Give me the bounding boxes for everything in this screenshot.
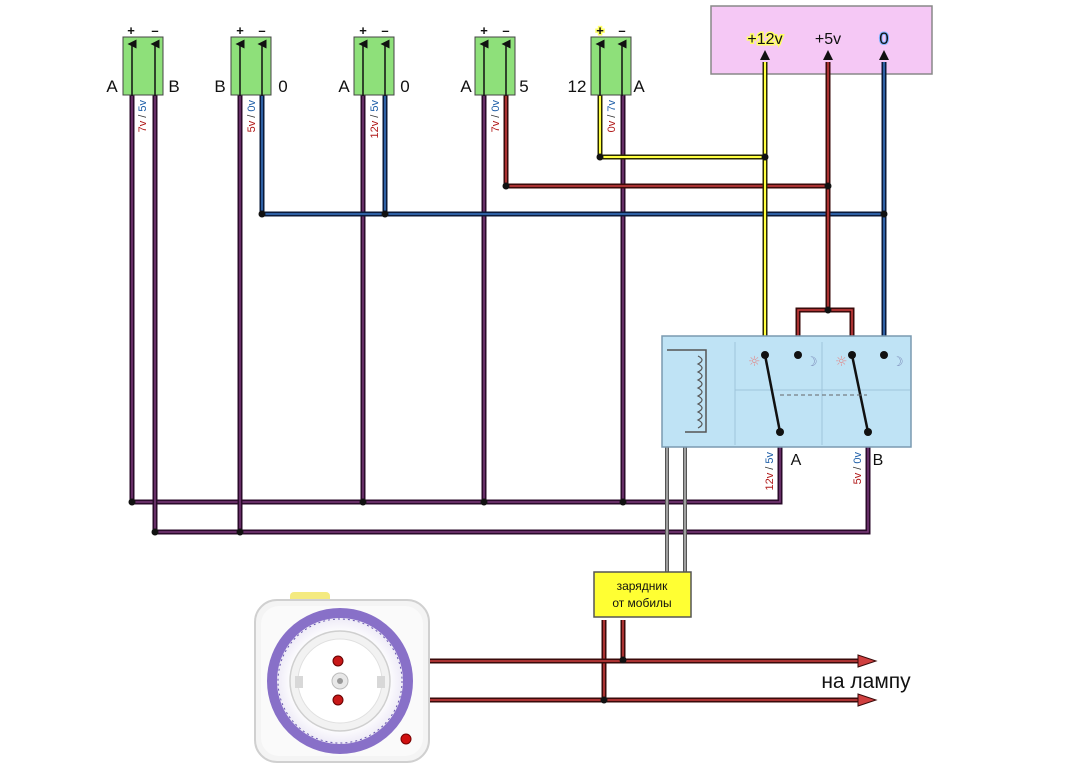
connector-right-label: 5 xyxy=(519,77,528,96)
junction-dots xyxy=(128,153,888,704)
minus-label: – xyxy=(151,23,158,38)
voltage-label: 7v/0v xyxy=(490,100,502,133)
timer-socket xyxy=(254,592,430,763)
connector-left-label: A xyxy=(106,77,118,96)
voltage-label: 12v/5v xyxy=(369,100,381,139)
connector-left-label: A xyxy=(338,77,350,96)
connector-2: + – B 0 5v/0v xyxy=(214,23,287,132)
charger-label-line2: от мобилы xyxy=(612,596,671,610)
psu-0-label: 0 xyxy=(879,29,888,48)
connector-left-label: 12 xyxy=(568,77,587,96)
minus-label: – xyxy=(258,23,265,38)
minus-label: – xyxy=(381,23,388,38)
plus-label: + xyxy=(359,23,367,38)
connector-4: + – A 5 7v/0v xyxy=(460,23,528,132)
power-supply: +12v +5v 0 xyxy=(710,5,933,75)
voltage-label: 0v/7v xyxy=(606,100,618,133)
connector-right-label: 0 xyxy=(400,77,409,96)
charger-label-line1: зарядник xyxy=(617,579,669,593)
minus-label: – xyxy=(618,23,625,38)
relay-coil xyxy=(667,349,707,433)
connector-left-label: B xyxy=(214,77,225,96)
connector-right-label: 0 xyxy=(278,77,287,96)
connector-right-label: B xyxy=(168,77,179,96)
moon-icon: ☽ xyxy=(806,355,818,370)
lamp-label: на лампу xyxy=(821,670,911,693)
psu-12v-label: +12v xyxy=(747,31,782,48)
connector-5: + – 12 A 0v/7v xyxy=(568,22,646,133)
relay-output-a-voltage: 12v/5v xyxy=(764,452,776,491)
relay-output-b-label: B xyxy=(873,452,884,469)
phone-charger: зарядник от мобилы xyxy=(593,571,692,618)
connector-1: + – A B 7v/5v xyxy=(106,23,179,132)
connector-left-label: A xyxy=(460,77,472,96)
psu-5v-label: +5v xyxy=(815,31,841,48)
plus-label: + xyxy=(480,23,488,38)
sun-icon: ☼ xyxy=(835,354,848,370)
moon-icon: ☽ xyxy=(892,355,904,370)
connector-right-label: A xyxy=(633,77,645,96)
voltage-label: 5v/0v xyxy=(246,100,258,133)
relay: ☼ ☽ ☼ ☽ A B 12v/5v 5v/0v xyxy=(661,335,912,491)
indicator-light-icon xyxy=(400,733,412,745)
plus-label: + xyxy=(236,23,244,38)
connector-3: + – A 0 12v/5v xyxy=(338,23,409,138)
relay-output-b-voltage: 5v/0v xyxy=(852,452,864,485)
relay-output-a-label: A xyxy=(791,452,802,469)
relay-switch-b xyxy=(850,354,870,433)
plus-label: + xyxy=(127,23,135,38)
voltage-label: 7v/5v xyxy=(137,100,149,133)
plus-label: + xyxy=(596,23,604,38)
sun-icon: ☼ xyxy=(748,354,761,370)
minus-label: – xyxy=(502,23,509,38)
relay-switch-a xyxy=(763,354,782,433)
